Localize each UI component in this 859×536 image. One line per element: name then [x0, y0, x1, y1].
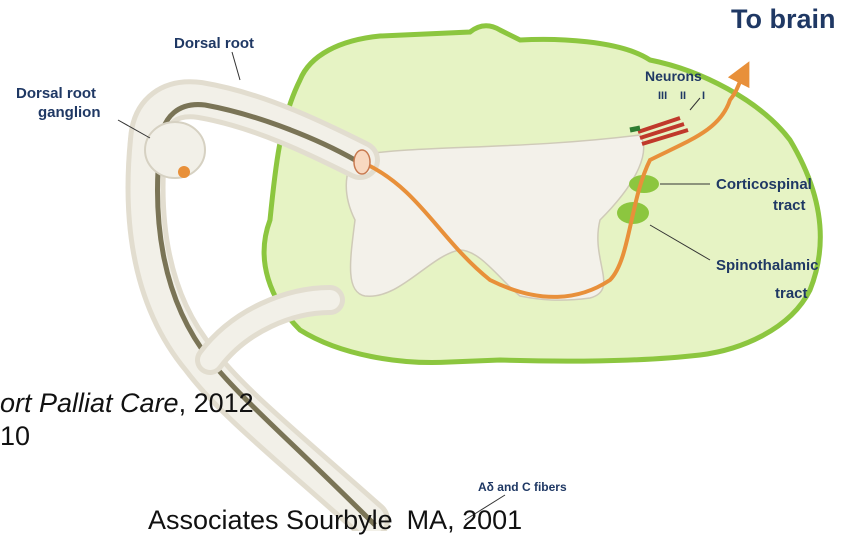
citation-journal: ort Palliat Care: [0, 388, 179, 418]
label-corticospinal-1: Corticospinal: [716, 176, 812, 193]
leader-dorsal-root: [232, 52, 240, 80]
label-lamina-1: I: [702, 90, 705, 102]
fiber-synapse: [354, 150, 370, 174]
citation-line-1: ort Palliat Care, 2012: [0, 388, 254, 419]
ganglion-cell: [178, 166, 190, 178]
label-fibers: Aδ and C fibers: [478, 480, 567, 494]
label-spinothalamic-2: tract: [775, 285, 808, 302]
label-lamina-3: III: [658, 90, 667, 102]
label-dorsal-root-ganglion-1: Dorsal root: [16, 85, 96, 102]
citation-year: , 2012: [179, 388, 254, 418]
label-spinothalamic-1: Spinothalamic: [716, 257, 819, 274]
dorsal-root-ganglion: [145, 122, 205, 178]
label-dorsal-root-ganglion-2: ganglion: [38, 104, 101, 121]
citation-line-2: 10: [0, 421, 30, 452]
label-corticospinal-2: tract: [773, 197, 806, 214]
label-lamina-2: II: [680, 90, 686, 102]
label-neurons: Neurons: [645, 68, 702, 84]
label-dorsal-root: Dorsal root: [174, 35, 254, 52]
label-to-brain: To brain: [731, 4, 836, 35]
